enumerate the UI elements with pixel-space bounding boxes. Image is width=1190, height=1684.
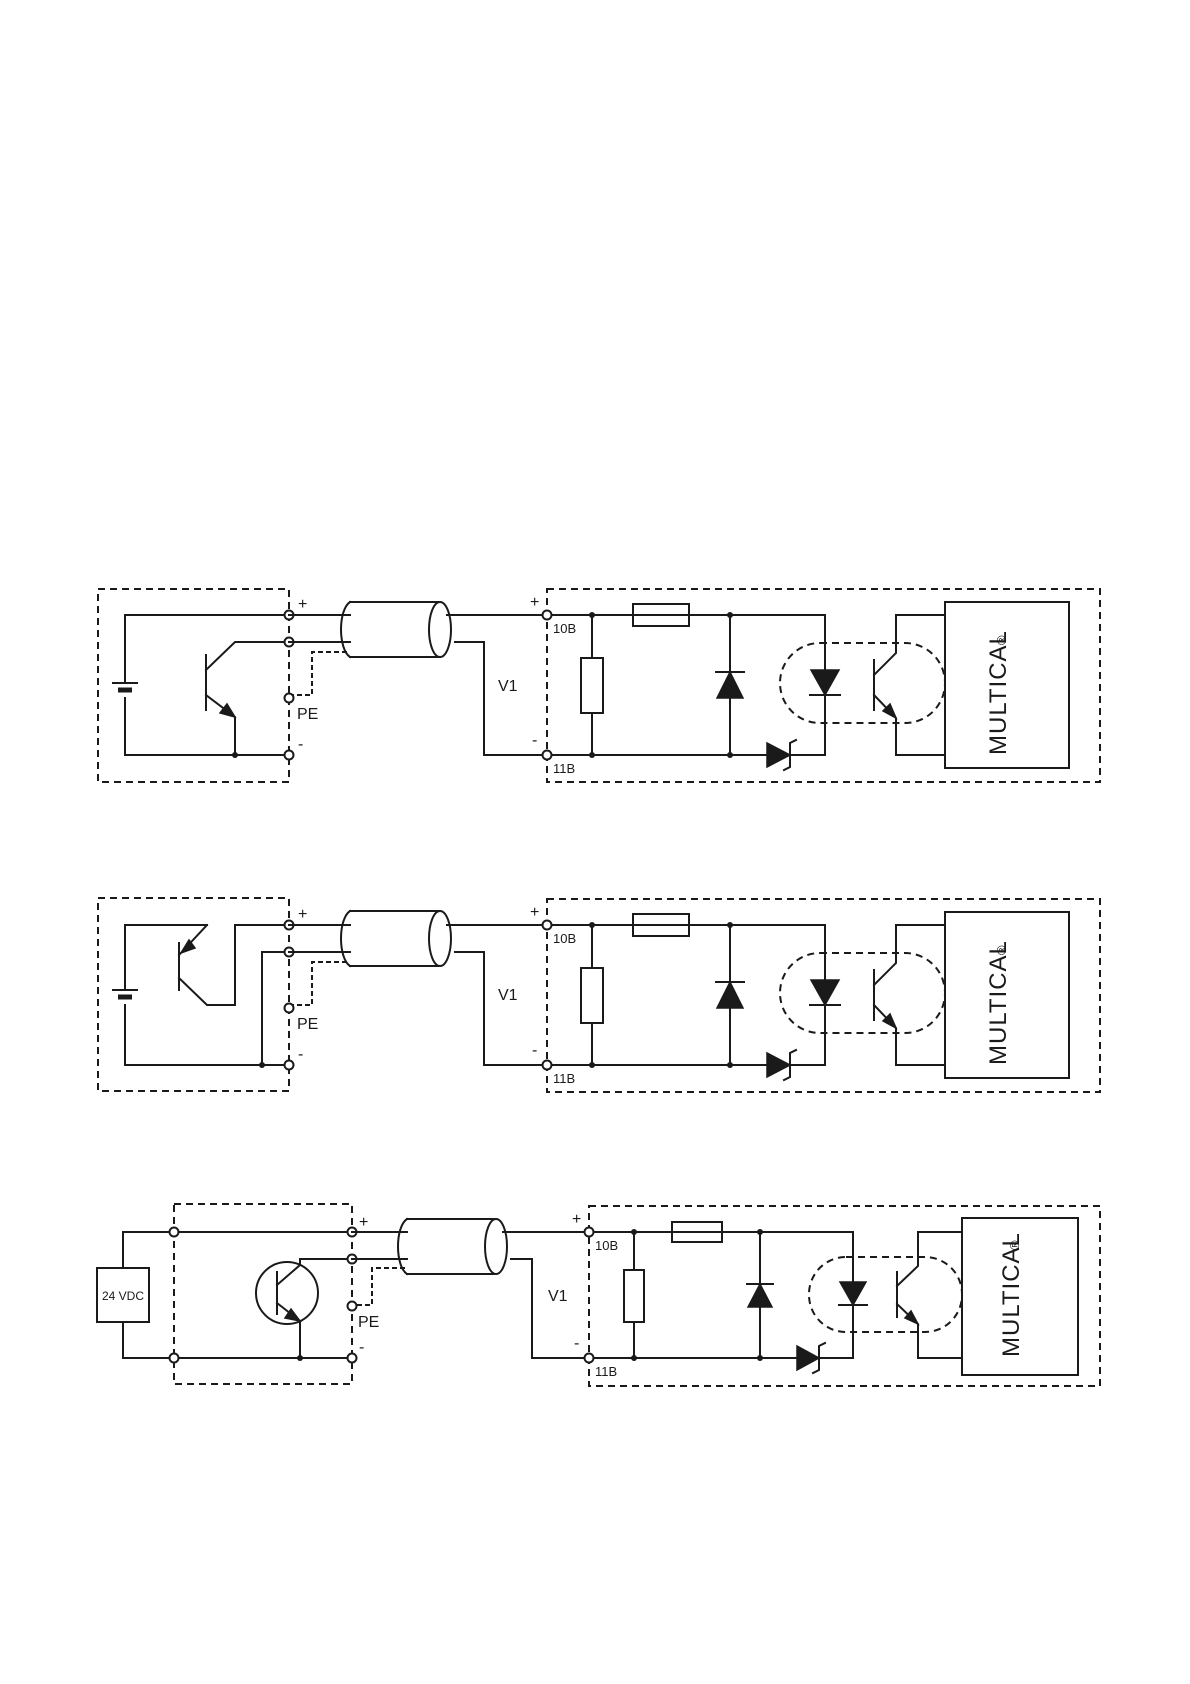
diagram-2: + - PE V1 + - 10B 11B MULTICAL ® xyxy=(98,898,1100,1092)
plus-label: + xyxy=(298,906,307,923)
terminal-10b-label: 10B xyxy=(553,621,576,636)
minus-right-label: - xyxy=(532,1042,537,1059)
minus-label: - xyxy=(298,736,303,753)
terminal-11b-label: 11B xyxy=(595,1364,617,1379)
minus-right-label: - xyxy=(532,732,537,749)
registered-mark: ® xyxy=(994,945,1009,955)
plus-right-label: + xyxy=(530,594,539,611)
diagram-1: + - PE V1 + - 10B 11B MULTICAL ® xyxy=(98,589,1100,782)
source-enclosure xyxy=(98,589,289,782)
minus-right-label: - xyxy=(574,1335,579,1352)
terminal-11b-label: 11B xyxy=(553,761,575,776)
diagram-3: 24 VDC + - PE V1 xyxy=(97,1204,1100,1386)
terminal-11b-label: 11B xyxy=(553,1071,575,1086)
terminal-10b-label: 10B xyxy=(595,1238,618,1253)
registered-mark: ® xyxy=(994,635,1009,645)
supply-label: 24 VDC xyxy=(102,1289,144,1303)
plus-right-label: + xyxy=(572,1211,581,1228)
plus-label: + xyxy=(298,596,307,613)
minus-label: - xyxy=(359,1339,364,1356)
v1-label: V1 xyxy=(498,678,518,695)
v1-label: V1 xyxy=(548,1288,568,1305)
terminal-10b-label: 10B xyxy=(553,931,576,946)
minus-label: - xyxy=(298,1046,303,1063)
multical-label: MULTICAL xyxy=(985,630,1012,755)
plus-right-label: + xyxy=(530,904,539,921)
multical-label: MULTICAL xyxy=(985,940,1012,1065)
cable-icon xyxy=(398,1219,507,1274)
cable-icon xyxy=(341,602,451,657)
registered-mark: ® xyxy=(1007,1240,1022,1250)
pe-label: PE xyxy=(297,1016,318,1033)
pe-label: PE xyxy=(358,1314,379,1331)
pe-label: PE xyxy=(297,706,318,723)
v1-label: V1 xyxy=(498,987,518,1004)
cable-icon xyxy=(341,911,451,966)
plus-label: + xyxy=(359,1214,368,1231)
